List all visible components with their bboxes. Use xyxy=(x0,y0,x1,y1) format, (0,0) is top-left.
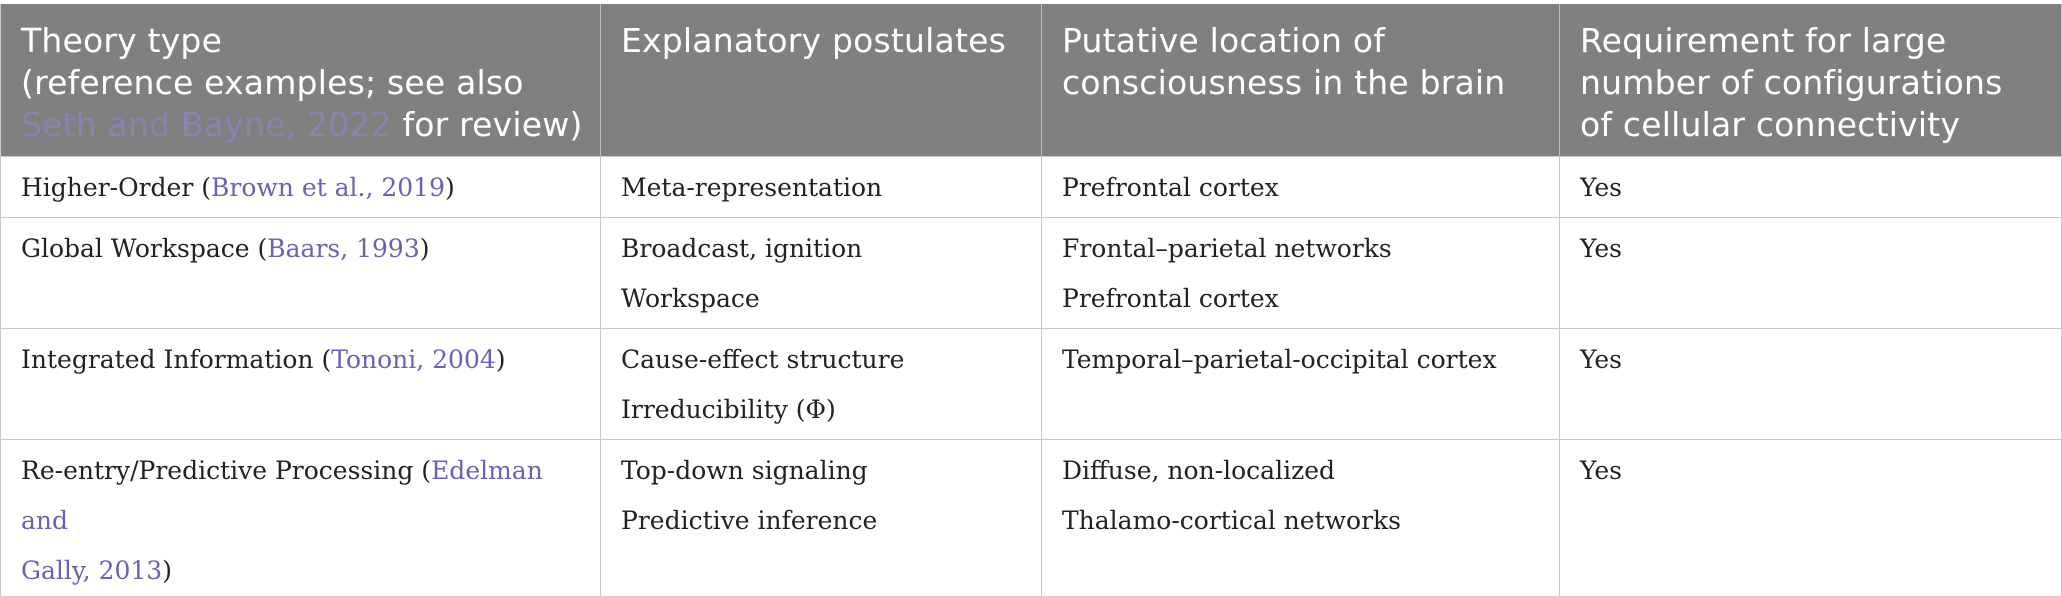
postulate-item: Meta-representation xyxy=(621,173,883,202)
location-cell: Prefrontal cortex xyxy=(1041,156,1560,218)
header-theory-type: Theory type (reference examples; see als… xyxy=(0,4,601,157)
theory-close-paren: ) xyxy=(444,173,455,202)
header-theory-type-line1: Theory type xyxy=(21,21,223,60)
header-cite-link[interactable]: Seth and Bayne, 2022 xyxy=(21,105,392,144)
header-location-line2: consciousness in the brain xyxy=(1062,63,1506,102)
location-item: Diffuse, non-localized xyxy=(1062,456,1336,485)
postulate-item: Broadcast, ignition xyxy=(621,234,863,263)
table-body: Higher-Order (Brown et al., 2019) Meta-r… xyxy=(0,156,2062,597)
postulate-item: Top-down signaling xyxy=(621,456,868,485)
citation-link[interactable]: Brown et al., 2019 xyxy=(211,173,445,202)
header-requirement-line3: of cellular connectivity xyxy=(1580,105,1961,144)
requirement-cell: Yes xyxy=(1559,217,2062,329)
header-location-line1: Putative location of xyxy=(1062,21,1386,60)
theory-table: Theory type (reference examples; see als… xyxy=(0,4,2062,597)
header-cite-suffix: for review) xyxy=(391,105,583,144)
table-row: Re-entry/Predictive Processing (Edelman … xyxy=(0,439,2062,597)
theory-name: Re-entry/Predictive Processing ( xyxy=(21,456,432,485)
theory-cell: Integrated Information (Tononi, 2004) xyxy=(0,328,601,440)
header-row: Theory type (reference examples; see als… xyxy=(0,4,2062,157)
table-row: Global Workspace (Baars, 1993) Broadcast… xyxy=(0,217,2062,329)
theory-close-paren: ) xyxy=(419,234,430,263)
citation-link[interactable]: Edelman and xyxy=(21,456,543,535)
citation-link[interactable]: Gally, 2013 xyxy=(21,556,163,585)
theory-cell: Global Workspace (Baars, 1993) xyxy=(0,217,601,329)
header-requirement: Requirement for large number of configur… xyxy=(1559,4,2062,157)
theory-line2: Gally, 2013) xyxy=(21,546,588,596)
requirement-value: Yes xyxy=(1580,173,1622,202)
theory-cell: Re-entry/Predictive Processing (Edelman … xyxy=(0,439,601,597)
postulates-cell: Meta-representation xyxy=(600,156,1042,218)
header-theory-type-line2: (reference examples; see also xyxy=(21,63,524,102)
requirement-value: Yes xyxy=(1580,456,1622,485)
theory-close-paren: ) xyxy=(495,345,506,374)
requirement-value: Yes xyxy=(1580,234,1622,263)
citation-link[interactable]: Baars, 1993 xyxy=(267,234,420,263)
location-item: Thalamo-cortical networks xyxy=(1062,506,1402,535)
header-requirement-line2: number of configurations xyxy=(1580,63,2003,102)
postulate-item: Predictive inference xyxy=(621,506,878,535)
theory-line1: Re-entry/Predictive Processing (Edelman … xyxy=(21,446,588,546)
theory-cell: Higher-Order (Brown et al., 2019) xyxy=(0,156,601,218)
postulate-item: Cause-effect structure xyxy=(621,345,905,374)
header-postulates-text: Explanatory postulates xyxy=(621,21,1006,60)
location-item: Frontal–parietal networks xyxy=(1062,234,1392,263)
requirement-cell: Yes xyxy=(1559,328,2062,440)
theory-name: Higher-Order ( xyxy=(21,173,211,202)
theory-close-paren: ) xyxy=(162,556,172,585)
location-item: Temporal–parietal-occipital cortex xyxy=(1062,345,1497,374)
theory-name: Integrated Information ( xyxy=(21,345,332,374)
location-item: Prefrontal cortex xyxy=(1062,284,1279,313)
location-cell: Temporal–parietal-occipital cortex xyxy=(1041,328,1560,440)
table-header: Theory type (reference examples; see als… xyxy=(0,4,2062,157)
requirement-value: Yes xyxy=(1580,345,1622,374)
theory-name: Global Workspace ( xyxy=(21,234,268,263)
header-putative-location: Putative location of consciousness in th… xyxy=(1041,4,1560,157)
postulate-item: Irreducibility (Φ) xyxy=(621,395,836,424)
location-item: Prefrontal cortex xyxy=(1062,173,1279,202)
header-requirement-line1: Requirement for large xyxy=(1580,21,1947,60)
table-row: Integrated Information (Tononi, 2004) Ca… xyxy=(0,328,2062,440)
header-theory-type-line3: Seth and Bayne, 2022 for review) xyxy=(21,104,588,146)
header-explanatory-postulates: Explanatory postulates xyxy=(600,4,1042,157)
table-row: Higher-Order (Brown et al., 2019) Meta-r… xyxy=(0,156,2062,218)
citation-link[interactable]: Tononi, 2004 xyxy=(331,345,496,374)
requirement-cell: Yes xyxy=(1559,439,2062,597)
requirement-cell: Yes xyxy=(1559,156,2062,218)
postulate-item: Workspace xyxy=(621,284,760,313)
